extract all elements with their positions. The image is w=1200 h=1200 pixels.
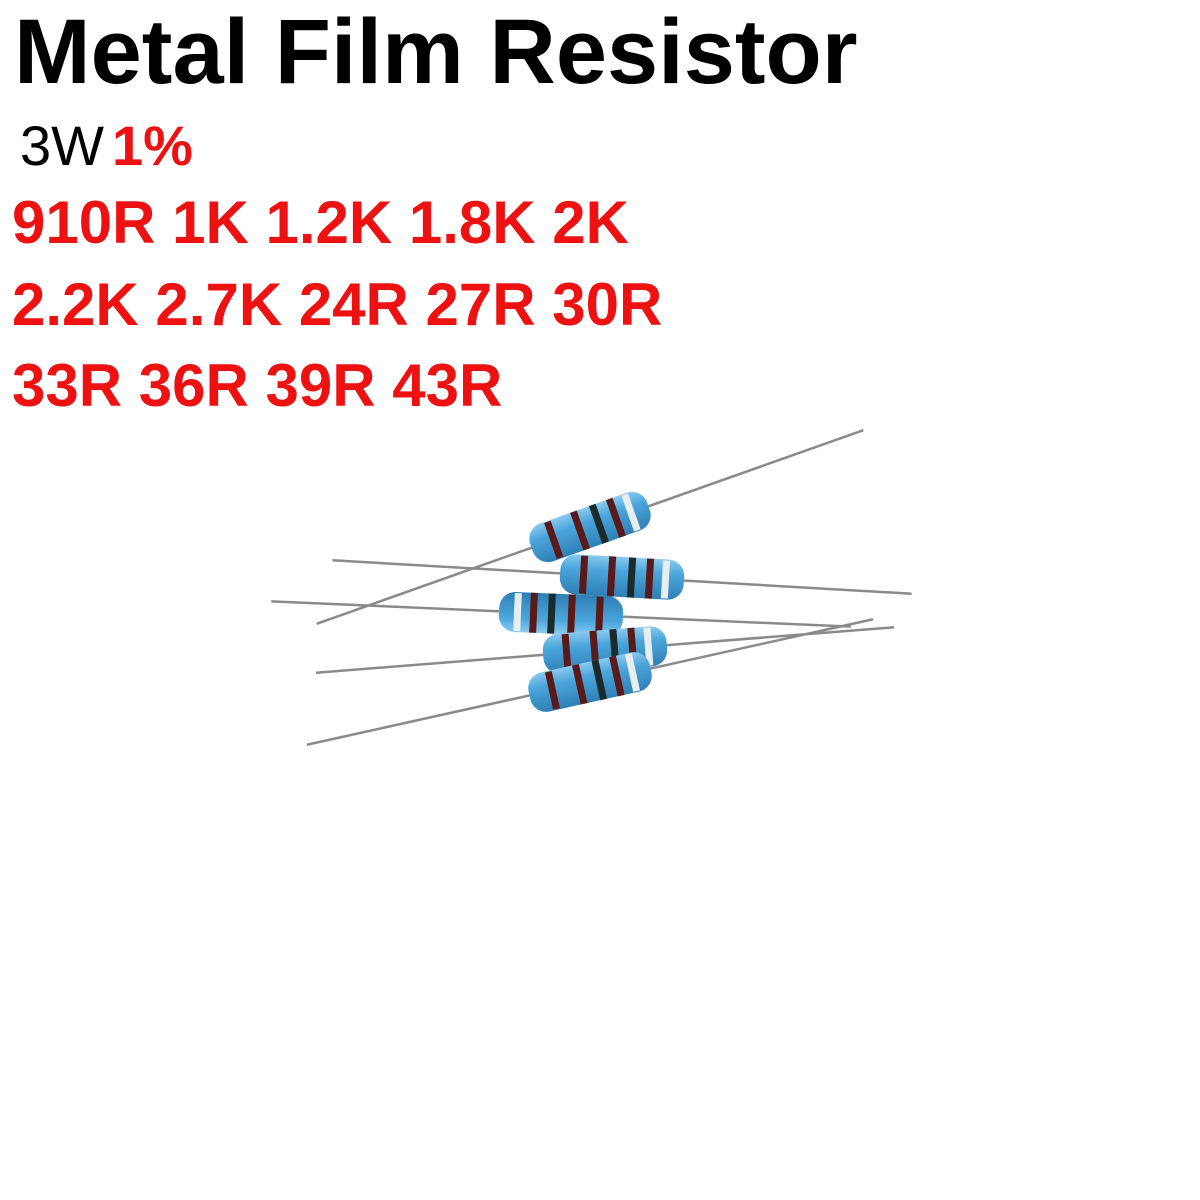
resistance-values-row-1: 910R 1K 1.2K 1.8K 2K — [12, 189, 629, 256]
resistor — [330, 539, 914, 615]
tolerance: 1% — [112, 114, 193, 177]
resistance-values-row-2: 2.2K 2.7K 24R 27R 30R — [12, 271, 663, 338]
power-rating: 3W — [20, 114, 104, 177]
resistance-values-row-3: 33R 36R 39R 43R — [12, 352, 503, 419]
product-title: Metal Film Resistor — [14, 1, 858, 103]
